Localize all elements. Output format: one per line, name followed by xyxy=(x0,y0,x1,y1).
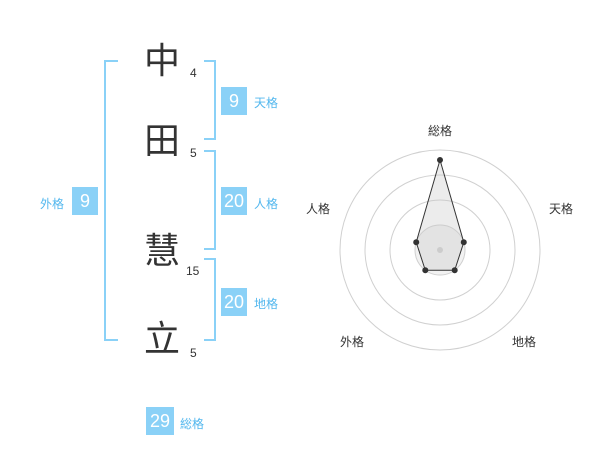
stroke-count-1: 4 xyxy=(190,66,197,80)
radar-label-gaikaku: 外格 xyxy=(340,335,365,349)
name-char-3: 慧 xyxy=(143,231,180,272)
stroke-count-3: 15 xyxy=(186,264,200,278)
tenkaku-bracket xyxy=(204,60,216,140)
name-char-1: 中 xyxy=(143,41,180,82)
gaikaku-label: 外格 xyxy=(40,197,65,211)
gaikaku-badge: 9 xyxy=(72,187,98,215)
jinkaku-badge: 20 xyxy=(221,187,247,215)
radar-point xyxy=(451,267,458,274)
radar-center-dot xyxy=(437,247,443,253)
radar-ring xyxy=(364,174,516,326)
radar-label-jinkaku: 人格 xyxy=(306,202,331,216)
radar-point xyxy=(422,267,429,274)
soukaku-badge: 29 xyxy=(146,407,174,435)
chikaku-bracket xyxy=(204,258,216,341)
tenkaku-badge: 9 xyxy=(221,87,247,115)
radar-ring xyxy=(389,199,491,301)
gaikaku-bracket xyxy=(104,60,118,341)
radar-label-soukaku: 総格 xyxy=(428,124,453,138)
chikaku-badge: 20 xyxy=(221,288,247,316)
jinkaku-label: 人格 xyxy=(254,197,279,211)
radar-point xyxy=(437,157,443,163)
jinkaku-bracket xyxy=(204,150,216,250)
radar-shape xyxy=(413,157,467,274)
name-char-2: 田 xyxy=(143,121,180,162)
name-char-4: 立 xyxy=(143,319,180,360)
chikaku-label: 地格 xyxy=(254,297,279,311)
stroke-count-2: 5 xyxy=(190,146,197,160)
radar-ring xyxy=(414,224,466,276)
radar-label-tenkaku: 天格 xyxy=(549,202,574,216)
radar-ring xyxy=(339,149,541,351)
tenkaku-label: 天格 xyxy=(254,96,279,110)
radar-label-chikaku: 地格 xyxy=(512,335,537,349)
radar-point xyxy=(413,239,420,246)
stroke-count-4: 5 xyxy=(190,346,197,360)
soukaku-label: 総格 xyxy=(180,417,205,431)
radar-point xyxy=(460,239,467,246)
radar-polygon xyxy=(415,158,465,271)
